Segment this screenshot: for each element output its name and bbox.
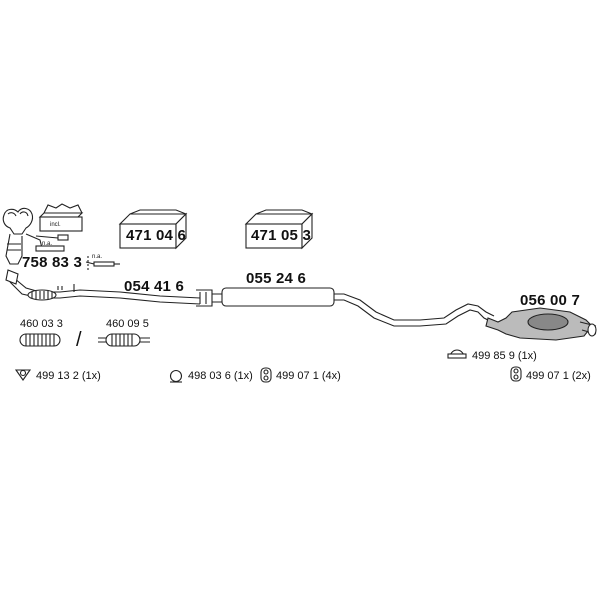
- rear-silencer-part-number: 056 00 7: [520, 292, 580, 309]
- rubber-mount-icon-rear: [510, 366, 522, 382]
- box-right-part-number: 471 05 3: [251, 227, 311, 244]
- manifold-note-label: n.a.: [42, 241, 53, 247]
- rear-silencer-icon: [485, 307, 597, 341]
- manifold-box-label: incl.: [50, 222, 61, 228]
- sensor-note-label: n.a.: [92, 254, 103, 260]
- exhaust-manifold-icon: [2, 207, 34, 265]
- manifold-box-icon: [38, 203, 84, 232]
- flex-pipe-icon-1: [19, 333, 61, 347]
- manifold-sensor-icon: [25, 233, 69, 252]
- rubber-mount-mid-part-label: 499 07 1 (4x): [276, 370, 341, 382]
- middle-silencer-part-number: 055 24 6: [246, 270, 306, 287]
- flex-pipe-1-part-number: 460 03 3: [20, 318, 63, 330]
- flex-pipe-icon-2: [98, 333, 150, 347]
- flex-pipe-2-part-number: 460 09 5: [106, 318, 149, 330]
- box-left-part-number: 471 04 6: [126, 227, 186, 244]
- middle-silencer-icon: [196, 287, 495, 327]
- front-pipe-icon: [5, 269, 201, 305]
- rubber-mount-rear-part-label: 499 07 1 (2x): [526, 370, 591, 382]
- triangle-gasket-icon: [14, 369, 32, 381]
- part-box-icon-right: [244, 209, 314, 250]
- front-pipe-part-number: 054 41 6: [124, 278, 184, 295]
- rubber-hanger-icon: [447, 349, 467, 359]
- rubber-hanger-part-label: 499 85 9 (1x): [472, 350, 537, 362]
- manifold-part-number: 758 83 3: [22, 254, 82, 271]
- part-box-icon-left: [118, 209, 188, 250]
- oxygen-sensor-icon: [85, 256, 120, 270]
- rubber-mount-icon-mid: [260, 367, 272, 383]
- gasket-part-label: 499 13 2 (1x): [36, 370, 101, 382]
- clamp-part-label: 498 03 6 (1x): [188, 370, 253, 382]
- flex-separator: /: [76, 329, 82, 351]
- clamp-ring-icon: [169, 369, 183, 383]
